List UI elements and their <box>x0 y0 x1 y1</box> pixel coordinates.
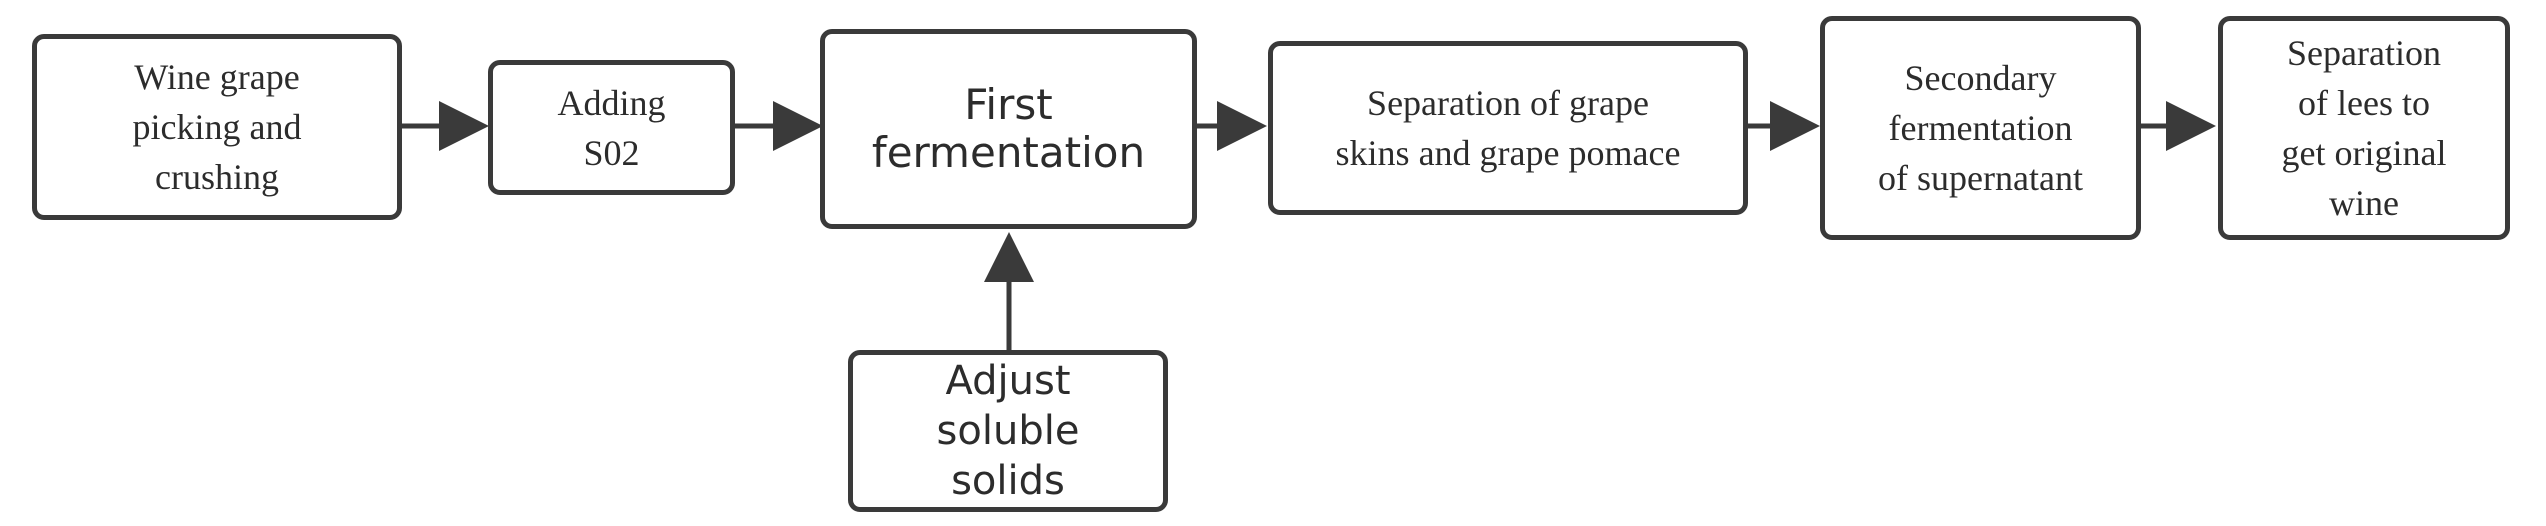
step-box-picking: Wine grape picking and crushing <box>32 34 402 220</box>
step-label-separation-lees: Separation of lees to get original wine <box>2281 33 2447 223</box>
step-box-adding-so2: Adding S02 <box>488 60 735 195</box>
step-label-separation-skins: Separation of grape skins and grape poma… <box>1335 83 1681 173</box>
input-label-adjust-solids: Adjust soluble solids <box>936 358 1080 504</box>
step-box-secondary-fermentation: Secondary fermentation of supernatant <box>1820 16 2141 240</box>
input-box-adjust-solids: Adjust soluble solids <box>848 350 1168 512</box>
step-box-separation-lees: Separation of lees to get original wine <box>2218 16 2510 240</box>
step-label-adding-so2: Adding S02 <box>557 82 666 173</box>
step-box-first-fermentation: First fermentation <box>820 29 1197 229</box>
step-label-secondary-fermentation: Secondary fermentation of supernatant <box>1878 58 2083 198</box>
step-label-picking: Wine grape picking and crushing <box>132 57 302 197</box>
step-label-first-fermentation: First fermentation <box>871 80 1146 177</box>
step-box-separation-skins: Separation of grape skins and grape poma… <box>1268 41 1748 215</box>
